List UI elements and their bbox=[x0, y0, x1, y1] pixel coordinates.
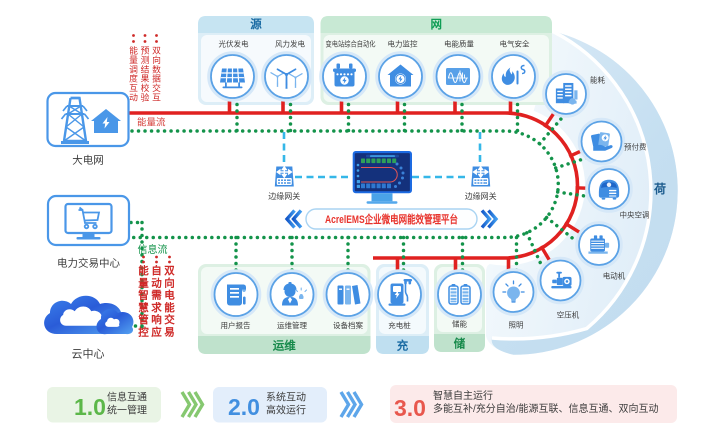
svg-text:电气安全: 电气安全 bbox=[500, 39, 530, 49]
svg-text:空压机: 空压机 bbox=[557, 310, 580, 320]
svg-text:能量流: 能量流 bbox=[137, 117, 166, 129]
svg-text:光伏发电: 光伏发电 bbox=[219, 39, 249, 49]
svg-text:自动需求响应: 自动需求响应 bbox=[151, 264, 162, 339]
svg-text:高效运行: 高效运行 bbox=[266, 404, 306, 417]
svg-text:电力交易中心: 电力交易中心 bbox=[57, 257, 120, 270]
svg-text:1.0: 1.0 bbox=[74, 394, 106, 420]
svg-text:预付费: 预付费 bbox=[624, 142, 647, 152]
svg-text:3.0: 3.0 bbox=[394, 395, 426, 421]
svg-text:双向电能交易: 双向电能交易 bbox=[163, 265, 175, 339]
svg-text:电能质量: 电能质量 bbox=[444, 39, 474, 49]
svg-text:用户报告: 用户报告 bbox=[221, 320, 251, 330]
svg-text:运维管理: 运维管理 bbox=[277, 320, 307, 330]
svg-text:边缘网关: 边缘网关 bbox=[465, 191, 497, 201]
svg-text:多能互补/充分自治/能源互联、信息互通、双向互动: 多能互补/充分自治/能源互联、信息互通、双向互动 bbox=[433, 402, 659, 415]
svg-text:储: 储 bbox=[454, 337, 466, 351]
svg-text:储能: 储能 bbox=[452, 319, 467, 329]
svg-text:能耗: 能耗 bbox=[590, 75, 605, 85]
svg-text:风力发电: 风力发电 bbox=[275, 39, 305, 49]
svg-text:荷: 荷 bbox=[653, 181, 666, 196]
svg-text:2.0: 2.0 bbox=[228, 394, 260, 420]
svg-text:统一管理: 统一管理 bbox=[107, 404, 147, 417]
svg-text:设备档案: 设备档案 bbox=[333, 320, 363, 330]
svg-text:边缘网关: 边缘网关 bbox=[268, 191, 300, 201]
svg-text:电力监控: 电力监控 bbox=[388, 39, 418, 49]
svg-text:变电站综合自动化: 变电站综合自动化 bbox=[326, 39, 376, 49]
svg-text:能量调度互动: 能量调度互动 bbox=[129, 45, 138, 103]
svg-text:系统互动: 系统互动 bbox=[266, 391, 306, 404]
svg-text:智慧自主运行: 智慧自主运行 bbox=[433, 389, 493, 402]
svg-text:AcrelEMS企业微电网能效管理平台: AcrelEMS企业微电网能效管理平台 bbox=[325, 212, 458, 226]
svg-text:云中心: 云中心 bbox=[72, 348, 105, 361]
svg-text:照明: 照明 bbox=[509, 321, 524, 330]
svg-text:充电桩: 充电桩 bbox=[388, 320, 411, 330]
svg-text:网: 网 bbox=[431, 18, 443, 31]
svg-text:预测结果校验: 预测结果校验 bbox=[141, 46, 150, 103]
svg-text:信息互通: 信息互通 bbox=[107, 391, 147, 404]
svg-text:能量智慧管控: 能量智慧管控 bbox=[137, 264, 149, 339]
svg-text:信息流: 信息流 bbox=[138, 243, 168, 256]
svg-text:源: 源 bbox=[249, 17, 262, 31]
svg-text:大电网: 大电网 bbox=[72, 154, 104, 167]
svg-text:运维: 运维 bbox=[273, 339, 296, 353]
svg-text:充: 充 bbox=[397, 339, 409, 353]
svg-text:双向数据交互: 双向数据交互 bbox=[152, 46, 161, 103]
svg-text:电动机: 电动机 bbox=[603, 271, 626, 281]
svg-text:中央空调: 中央空调 bbox=[620, 210, 650, 220]
